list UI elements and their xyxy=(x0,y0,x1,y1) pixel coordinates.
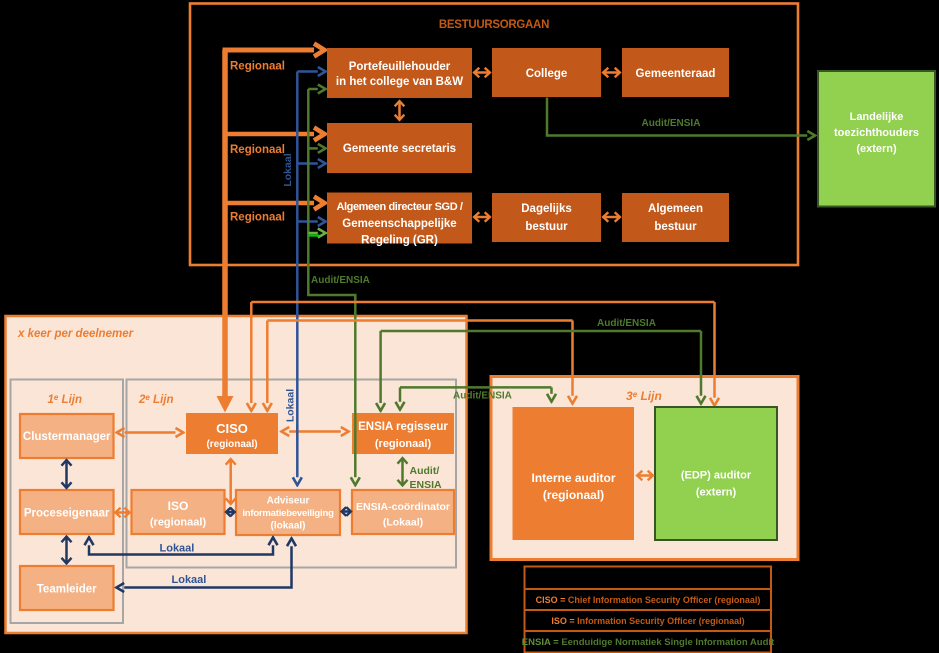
svg-text:Adviseur: Adviseur xyxy=(267,496,310,507)
svg-text:(extern): (extern) xyxy=(856,143,897,155)
svg-text:Algemeen: Algemeen xyxy=(648,203,703,215)
svg-text:Audit/ENSIA: Audit/ENSIA xyxy=(311,275,370,286)
svg-text:Gemeenteraad: Gemeenteraad xyxy=(636,68,716,80)
svg-text:informatiebeveiliging: informatiebeveiliging xyxy=(242,508,334,519)
svg-text:ENSIA = Eenduidige Normatiek S: ENSIA = Eenduidige Normatiek Single Info… xyxy=(522,637,775,648)
svg-text:Portefeuillehouder: Portefeuillehouder xyxy=(349,61,451,73)
svg-text:ISO = Information Security Off: ISO = Information Security Officer (regi… xyxy=(551,616,744,626)
svg-text:bestuur: bestuur xyxy=(525,221,568,233)
svg-text:College: College xyxy=(526,68,568,80)
svg-text:(regionaal): (regionaal) xyxy=(206,439,257,450)
svg-text:toezichthouders: toezichthouders xyxy=(834,127,919,139)
svg-text:CISO = Chief Information Secur: CISO = Chief Information Security Office… xyxy=(536,595,761,605)
svg-text:ISO: ISO xyxy=(168,499,189,513)
svg-text:Regionaal: Regionaal xyxy=(230,212,285,224)
svg-text:Dagelijks: Dagelijks xyxy=(521,203,572,215)
svg-text:(regionaal): (regionaal) xyxy=(150,517,207,529)
svg-text:Lokaal: Lokaal xyxy=(172,574,207,586)
svg-text:Lokaal: Lokaal xyxy=(282,153,294,186)
svg-text:Audit/ENSIA: Audit/ENSIA xyxy=(642,118,701,129)
svg-text:Gemeente secretaris: Gemeente secretaris xyxy=(343,143,456,155)
svg-text:ENSIA-coördinator: ENSIA-coördinator xyxy=(356,501,450,513)
svg-text:CISO: CISO xyxy=(216,421,248,436)
svg-text:BESTUURSORGAAN: BESTUURSORGAAN xyxy=(439,19,549,31)
svg-text:Lokaal: Lokaal xyxy=(285,389,297,422)
svg-text:2e Lijn: 2e Lijn xyxy=(138,393,174,406)
svg-text:Clustermanager: Clustermanager xyxy=(23,431,111,443)
svg-text:(regionaal): (regionaal) xyxy=(543,488,604,502)
svg-text:ENSIA regisseur: ENSIA regisseur xyxy=(358,421,448,433)
svg-text:bestuur: bestuur xyxy=(654,221,697,233)
svg-text:Teamleider: Teamleider xyxy=(37,584,97,596)
svg-text:(EDP) auditor: (EDP) auditor xyxy=(681,470,752,482)
svg-text:Landelijke: Landelijke xyxy=(850,111,904,123)
svg-text:Regionaal: Regionaal xyxy=(230,61,285,73)
svg-text:Audit/ENSIA: Audit/ENSIA xyxy=(453,391,512,402)
svg-text:in het college van B&W: in het college van B&W xyxy=(336,76,463,88)
svg-text:Interne auditor: Interne auditor xyxy=(531,471,615,485)
svg-text:Regionaal: Regionaal xyxy=(230,144,285,156)
svg-text:Algemeen directeur SGD /: Algemeen directeur SGD / xyxy=(336,201,462,213)
svg-text:Gemeenschappelijke: Gemeenschappelijke xyxy=(342,218,456,230)
svg-text:Audit/: Audit/ xyxy=(410,465,440,477)
svg-text:(regionaal): (regionaal) xyxy=(375,438,432,450)
svg-text:3e Lijn: 3e Lijn xyxy=(626,389,662,403)
svg-text:Lokaal: Lokaal xyxy=(160,543,195,555)
svg-text:ENSIA: ENSIA xyxy=(410,479,443,491)
svg-text:(Lokaal): (Lokaal) xyxy=(383,517,423,529)
svg-text:x keer per deelnemer: x keer per deelnemer xyxy=(17,328,134,340)
svg-text:(lokaal): (lokaal) xyxy=(270,521,305,532)
svg-text:Proceseigenaar: Proceseigenaar xyxy=(24,508,110,520)
svg-text:(extern): (extern) xyxy=(696,487,737,499)
svg-text:1e Lijn: 1e Lijn xyxy=(48,393,83,406)
svg-text:Audit/ENSIA: Audit/ENSIA xyxy=(597,318,656,329)
svg-text:Regeling (GR): Regeling (GR) xyxy=(361,235,438,247)
